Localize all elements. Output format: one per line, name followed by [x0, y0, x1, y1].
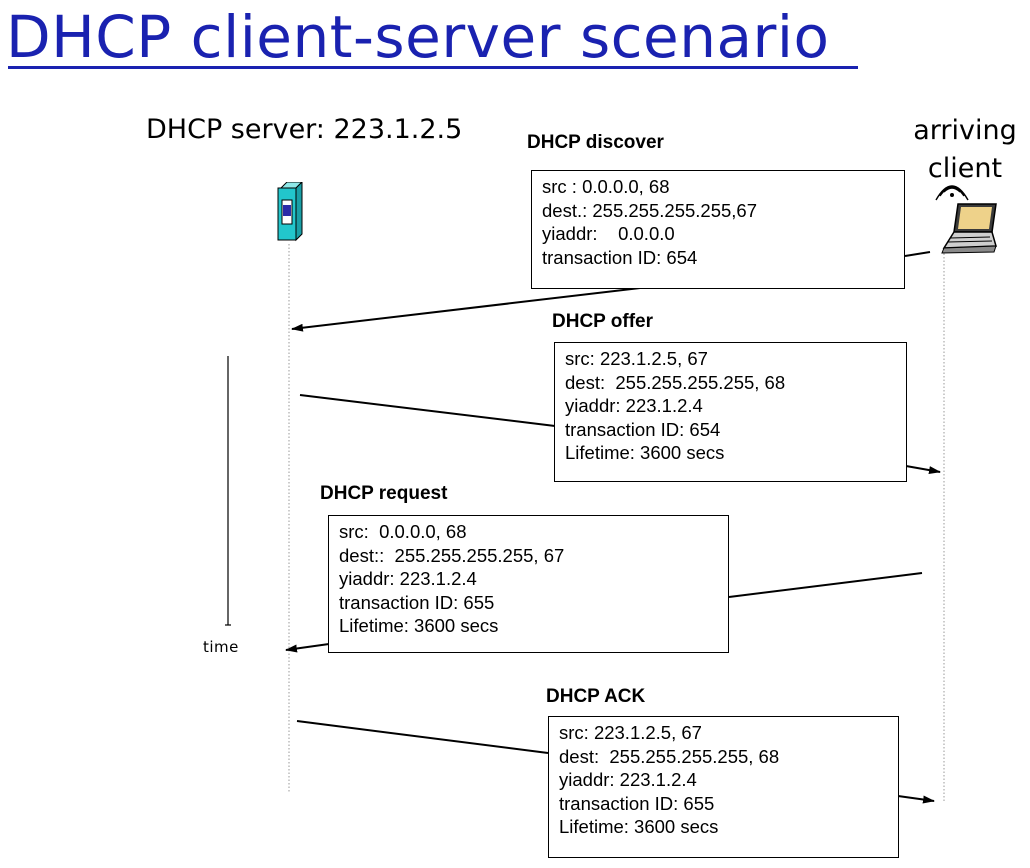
ack-line: Lifetime: 3600 secs	[559, 816, 719, 837]
ack-message-box: src: 223.1.2.5, 67 dest: 255.255.255.255…	[548, 716, 899, 858]
offer-line: src: 223.1.2.5, 67	[565, 348, 708, 369]
discover-line: src : 0.0.0.0, 68	[542, 176, 670, 197]
discover-line: transaction ID: 654	[542, 246, 698, 268]
discover-message-box: src : 0.0.0.0, 68 dest.: 255.255.255.255…	[531, 170, 905, 289]
ack-arrow	[897, 795, 935, 804]
request-arrow-segment	[728, 572, 923, 598]
request-line: src: 0.0.0.0, 68	[339, 521, 467, 542]
server-icon	[277, 182, 303, 242]
ack-title: DHCP ACK	[546, 686, 646, 707]
ack-line: transaction ID: 655	[559, 792, 715, 814]
discover-arrow-segment	[904, 251, 931, 257]
offer-line: dest: 255.255.255.255, 68	[565, 371, 786, 393]
ack-line: yiaddr: 223.1.2.4	[559, 769, 697, 790]
discover-line: dest.: 255.255.255.255,67	[542, 199, 757, 221]
offer-arrow-segment	[299, 394, 556, 427]
title-underline	[8, 66, 858, 69]
client-label-line1: arriving	[913, 115, 1017, 146]
ack-arrow-segment	[296, 720, 549, 754]
request-arrow	[285, 643, 330, 653]
ack-line: src: 223.1.2.5, 67	[559, 722, 702, 743]
page-title: DHCP client-server scenario	[6, 3, 830, 71]
request-line: dest:: 255.255.255.255, 67	[339, 544, 565, 566]
discover-line: yiaddr: 0.0.0.0	[542, 223, 675, 244]
request-message-box: src: 0.0.0.0, 68 dest:: 255.255.255.255,…	[328, 515, 729, 653]
time-label: time	[203, 638, 239, 656]
client-label: arriving client	[910, 112, 1020, 188]
client-label-line2: client	[927, 153, 1003, 184]
discover-title: DHCP discover	[527, 132, 664, 153]
offer-message-box: src: 223.1.2.5, 67 dest: 255.255.255.255…	[554, 342, 907, 482]
offer-line: Lifetime: 3600 secs	[565, 442, 725, 463]
discover-arrow	[291, 287, 641, 332]
request-title: DHCP request	[320, 483, 448, 504]
ack-line: dest: 255.255.255.255, 68	[559, 745, 780, 767]
request-line: yiaddr: 223.1.2.4	[339, 568, 477, 589]
offer-arrow	[905, 465, 941, 475]
offer-line: yiaddr: 223.1.2.4	[565, 395, 703, 416]
request-line: Lifetime: 3600 secs	[339, 615, 499, 636]
request-line: transaction ID: 655	[339, 591, 495, 613]
offer-line: transaction ID: 654	[565, 418, 721, 440]
server-label: DHCP server: 223.1.2.5	[146, 114, 463, 145]
laptop-icon	[935, 185, 997, 254]
offer-title: DHCP offer	[552, 311, 653, 332]
